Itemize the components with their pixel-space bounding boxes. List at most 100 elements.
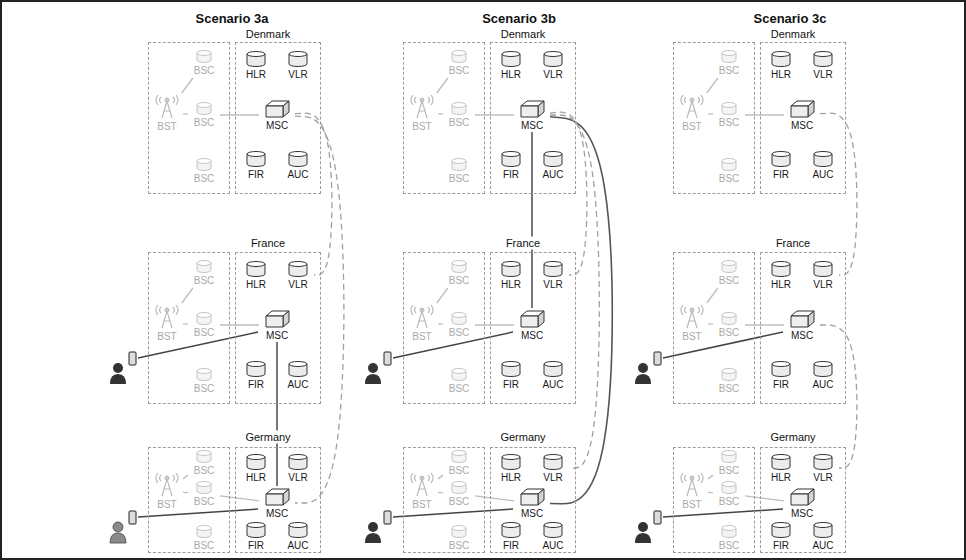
cylinder-top xyxy=(247,522,265,527)
switch-front xyxy=(521,494,538,505)
cylinder-top xyxy=(544,454,562,459)
person-head xyxy=(113,522,123,532)
database-icon xyxy=(813,361,833,377)
cylinder-top xyxy=(289,151,307,156)
phone-icon xyxy=(129,511,136,524)
bsc-node: BSC xyxy=(189,101,219,129)
radio-access-link xyxy=(708,113,713,115)
radio-access-link xyxy=(437,288,448,303)
node-label: HLR xyxy=(501,472,521,483)
node-label: FIR xyxy=(773,540,789,551)
antenna-top xyxy=(165,98,169,102)
msc-switch: MSC xyxy=(515,309,549,341)
node-label: BSC xyxy=(449,65,470,76)
node-label: BST xyxy=(157,121,176,132)
fir-database: FIR xyxy=(496,150,526,180)
site-box: BSTBSCBSCBSC xyxy=(673,447,755,553)
bst-antenna: BST xyxy=(407,304,437,342)
antenna-mast xyxy=(681,473,703,496)
cylinder-top xyxy=(722,482,736,487)
radio-access-link xyxy=(438,323,443,325)
bsc-node: BSC xyxy=(189,49,219,77)
node-label: MSC xyxy=(521,120,543,131)
database-icon xyxy=(288,522,308,538)
bsc-icon xyxy=(721,525,737,538)
cylinder-top xyxy=(289,361,307,366)
site-box: BSTBSCBSCBSC xyxy=(673,42,755,194)
cylinder-top xyxy=(772,261,790,266)
node-label: MSC xyxy=(266,120,288,131)
node-label: FIR xyxy=(503,540,519,551)
country-name: Denmark xyxy=(244,28,293,41)
core-box: HLRVLRMSCFIRAUC xyxy=(235,447,321,553)
site-box: BSTBSCBSCBSC xyxy=(673,252,755,404)
bst-antenna: BST xyxy=(152,472,182,510)
database-icon xyxy=(771,454,791,470)
switch-front xyxy=(266,106,283,117)
cylinder-top xyxy=(289,454,307,459)
node-label: MSC xyxy=(521,330,543,341)
database-icon xyxy=(501,51,521,67)
node-label: BST xyxy=(157,499,176,510)
node-label: VLR xyxy=(813,472,832,483)
switch-icon xyxy=(264,488,290,506)
node-label: BSC xyxy=(194,275,215,286)
country-name: Germany xyxy=(498,431,547,444)
bst-antenna: BST xyxy=(152,94,182,132)
antenna-icon xyxy=(409,305,435,329)
bsc-icon xyxy=(451,450,467,463)
msc-switch: MSC xyxy=(260,309,294,341)
database-icon xyxy=(501,454,521,470)
bsc-node: BSC xyxy=(189,524,219,552)
node-label: BSC xyxy=(719,117,740,128)
antenna-top xyxy=(690,98,694,102)
node-label: FIR xyxy=(503,169,519,180)
database-icon xyxy=(288,454,308,470)
radio-access-link xyxy=(182,288,193,303)
node-label: BST xyxy=(412,121,431,132)
node-label: AUC xyxy=(812,540,833,551)
cylinder-top xyxy=(197,482,211,487)
cylinder-top xyxy=(452,451,466,456)
auc-database: AUC xyxy=(283,521,313,551)
node-label: BSC xyxy=(719,496,740,507)
signalling-link xyxy=(820,113,857,275)
phone-icon xyxy=(654,511,661,524)
msc-switch: MSC xyxy=(785,309,819,341)
radio-access-link xyxy=(708,323,713,325)
node-label: VLR xyxy=(543,69,562,80)
msc-switch: MSC xyxy=(785,487,819,519)
switch-front xyxy=(266,316,283,327)
antenna-mast xyxy=(411,95,433,118)
cylinder-top xyxy=(722,526,736,531)
person-head xyxy=(638,363,648,373)
fir-database: FIR xyxy=(766,150,796,180)
radio-access-link xyxy=(475,496,514,501)
node-label: HLR xyxy=(771,69,791,80)
person-body xyxy=(110,533,126,543)
bsc-icon xyxy=(721,260,737,273)
node-label: BSC xyxy=(449,117,470,128)
bsc-node: BSC xyxy=(444,311,474,339)
node-label: AUC xyxy=(287,379,308,390)
cylinder-top xyxy=(502,522,520,527)
radio-access-link xyxy=(438,113,443,115)
node-label: VLR xyxy=(543,279,562,290)
node-label: MSC xyxy=(791,330,813,341)
node-label: BSC xyxy=(194,327,215,338)
node-label: BSC xyxy=(194,496,215,507)
msc-switch: MSC xyxy=(515,99,549,131)
antenna-mast xyxy=(681,305,703,328)
node-label: BST xyxy=(157,331,176,342)
core-box: HLRVLRMSCFIRAUC xyxy=(490,252,576,404)
vlr-database: VLR xyxy=(283,453,313,483)
bsc-icon xyxy=(196,450,212,463)
antenna-mast xyxy=(411,473,433,496)
antenna-top xyxy=(690,476,694,480)
node-label: FIR xyxy=(248,169,264,180)
cylinder-top xyxy=(544,151,562,156)
database-icon xyxy=(543,454,563,470)
cylinder-top xyxy=(544,522,562,527)
node-label: HLR xyxy=(246,69,266,80)
